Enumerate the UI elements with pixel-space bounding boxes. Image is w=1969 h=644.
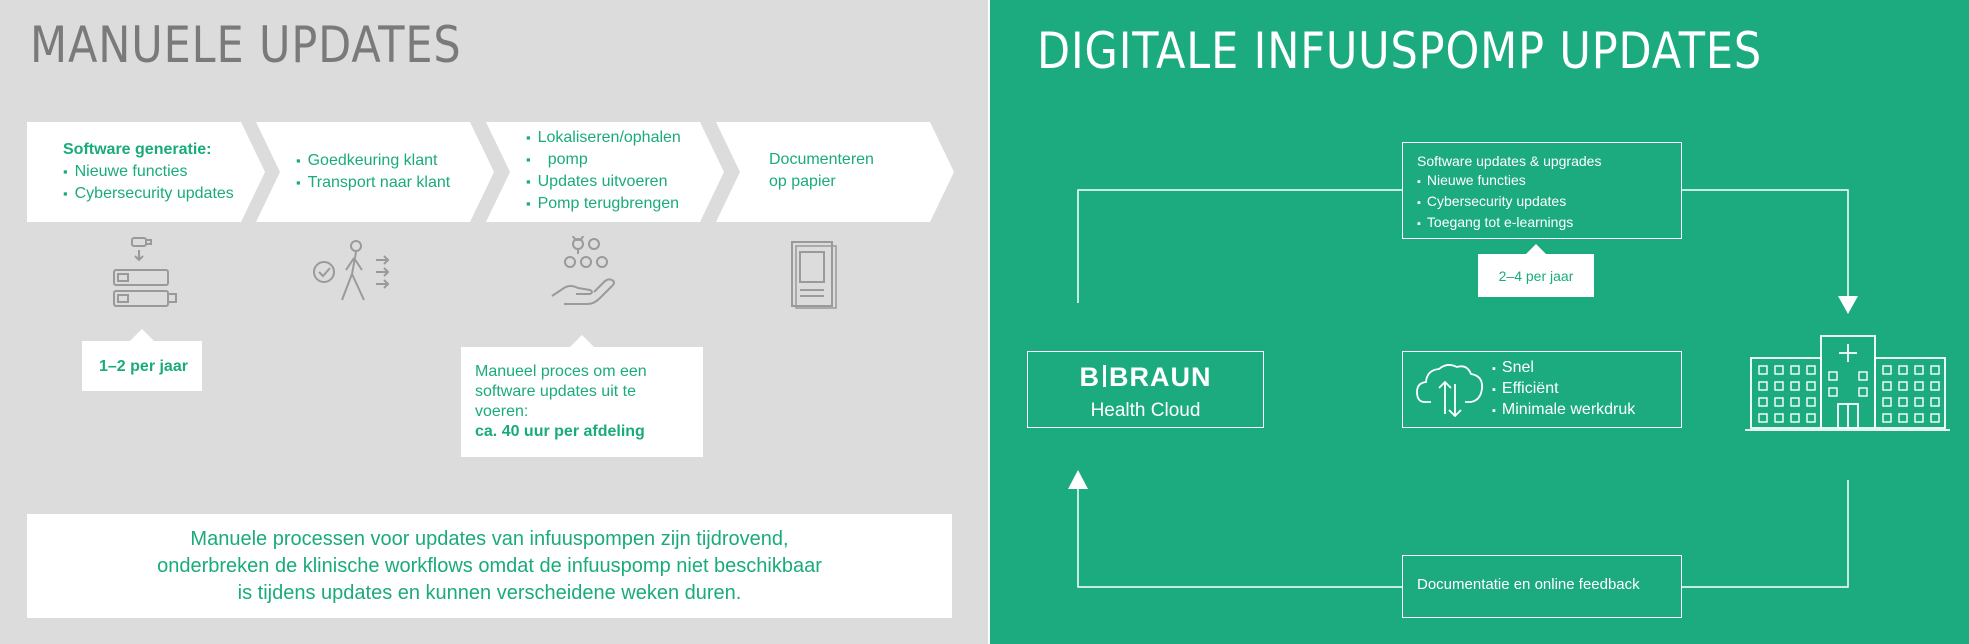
- manual-updates-panel: MANUELE UPDATES Software generatie: Nieu…: [0, 0, 988, 644]
- benefits-box: Snel Efficiënt Minimale werkdruk: [1402, 351, 1682, 428]
- usb-update-icon: [108, 236, 178, 312]
- flow-line-bottom-left: [1077, 489, 1402, 588]
- summary-line: Manuele processen voor updates van infuu…: [190, 527, 789, 550]
- step-1-text: Software generatie: Nieuwe functies Cybe…: [63, 139, 234, 205]
- process-callout: Manueel proces om een software updates u…: [461, 335, 703, 457]
- step-3-text: Lokaliseren/ophalen ▪ pomp Updates uitvo…: [526, 127, 681, 215]
- updates-heading: Software updates & upgrades: [1417, 153, 1602, 169]
- step-chevron-4: [716, 122, 954, 222]
- hand-locations-icon: [548, 236, 620, 312]
- benefits-list: Snel Efficiënt Minimale werkdruk: [1492, 358, 1635, 421]
- flow-line-top-left: [1077, 189, 1402, 303]
- documentation-feedback-box: Documentatie en online feedback: [1402, 555, 1682, 618]
- step-4-line: Documenteren: [769, 151, 874, 168]
- health-cloud-label: Health Cloud: [1090, 400, 1201, 421]
- arrow-down-icon: [1838, 296, 1858, 314]
- step-4-line: op papier: [769, 173, 836, 190]
- walking-delivery-icon: [312, 238, 404, 310]
- step-3-bullet-continuation: ▪ pomp: [526, 149, 681, 171]
- benefit-item: Minimale werkdruk: [1492, 400, 1635, 421]
- left-panel-title: MANUELE UPDATES: [30, 16, 462, 74]
- hospital-icon: [1745, 332, 1950, 437]
- cloud-sync-icon: [1415, 358, 1485, 425]
- arrow-up-icon: [1068, 470, 1088, 489]
- frequency-callout: 1–2 per jaar: [82, 329, 202, 391]
- benefit-item: Snel: [1492, 358, 1635, 379]
- step-4-text: Documenteren op papier: [769, 149, 874, 193]
- step-2-text: Goedkeuring klant Transport naar klant: [296, 150, 451, 194]
- software-updates-box: Software updates & upgrades Nieuwe funct…: [1402, 142, 1682, 239]
- documentation-text: Documentatie en online feedback: [1417, 576, 1640, 593]
- frequency-text: 1–2 per jaar: [99, 358, 188, 375]
- updates-bullet: Toegang tot e-learnings: [1417, 213, 1601, 234]
- step-2-bullet: Goedkeuring klant: [296, 150, 450, 172]
- paper-document-icon: [788, 238, 840, 310]
- summary-box: Manuele processen voor updates van infuu…: [27, 514, 952, 618]
- step-3-bullet: Updates uitvoeren: [526, 171, 681, 193]
- step-2-bullet: Transport naar klant: [296, 172, 451, 194]
- flow-lines: [1068, 189, 1858, 588]
- process-line: software updates uit te: [475, 383, 636, 400]
- process-line: voeren:: [475, 403, 529, 420]
- step-1-bullet: Cybersecurity updates: [63, 183, 234, 205]
- process-text: Manueel proces om een software updates u…: [475, 362, 647, 442]
- flow-line-bottom-right: [1682, 480, 1849, 588]
- flow-line-top-right: [1682, 189, 1849, 296]
- process-hours: ca. 40 uur per afdeling: [475, 423, 645, 440]
- benefit-item: Efficiënt: [1492, 379, 1635, 400]
- updates-bullet: Cybersecurity updates: [1417, 192, 1601, 213]
- step-3-bullet: Pomp terugbrengen: [526, 193, 681, 215]
- step-1-bullet: Nieuwe functies: [63, 161, 234, 183]
- process-line: Manueel proces om een: [475, 363, 647, 380]
- summary-line: onderbreken de klinische workflows omdat…: [157, 554, 822, 577]
- summary-line: is tijdens updates en kunnen verscheiden…: [237, 581, 742, 604]
- right-panel-title: DIGITALE INFUUSPOMP UPDATES: [1037, 22, 1763, 80]
- step-1-heading: Software generatie:: [63, 141, 212, 158]
- summary-text: Manuele processen voor updates van infuu…: [110, 526, 870, 607]
- step-3-bullet: Lokaliseren/ophalen: [526, 127, 681, 149]
- digital-updates-panel: DIGITALE INFUUSPOMP UPDATES Software upd…: [990, 0, 1969, 644]
- digital-frequency-tag: 2–4 per jaar: [1478, 244, 1594, 297]
- updates-bullet: Nieuwe functies: [1417, 171, 1601, 192]
